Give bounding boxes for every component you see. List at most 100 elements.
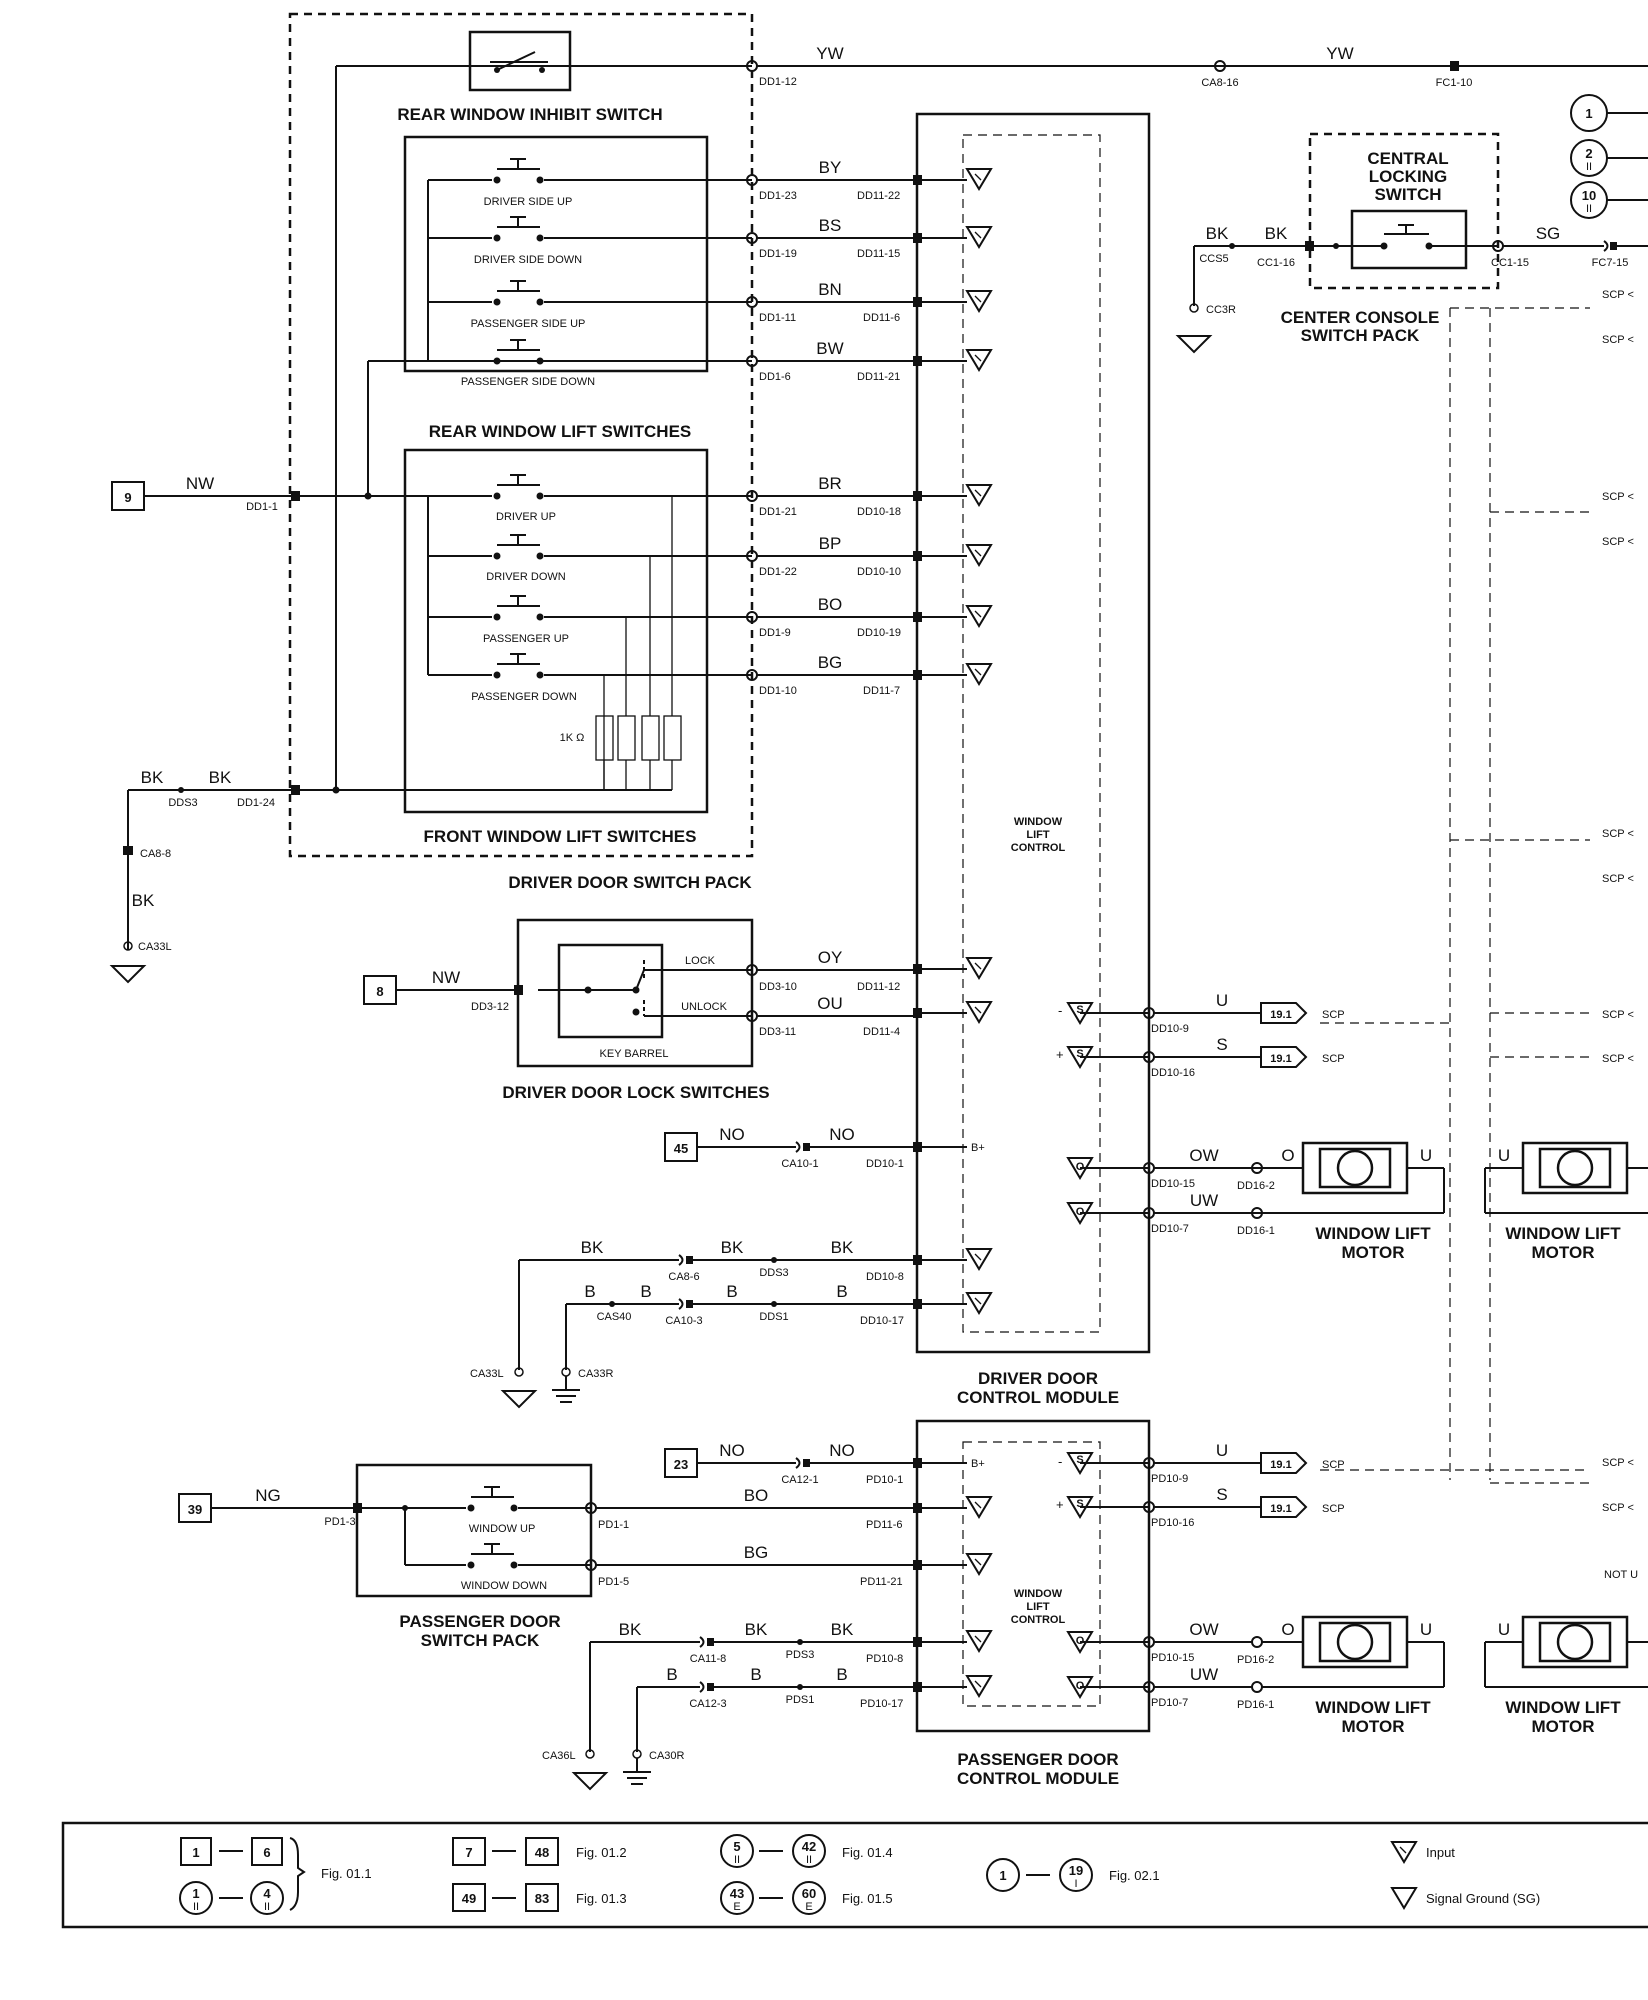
svg-text:B: B bbox=[836, 1665, 847, 1684]
central-locking-switch bbox=[1310, 224, 1498, 250]
svg-text:PD11-6: PD11-6 bbox=[866, 1519, 902, 1531]
svg-text:WINDOW LIFT: WINDOW LIFT bbox=[1315, 1224, 1431, 1243]
svg-text:49: 49 bbox=[462, 1891, 476, 1906]
driver-window-lift-control-outline bbox=[962, 134, 1101, 1333]
svg-text:PASSENGER SIDE DOWN: PASSENGER SIDE DOWN bbox=[461, 376, 595, 388]
svg-text:WINDOW LIFT: WINDOW LIFT bbox=[1505, 1698, 1621, 1717]
passenger-module-input-pins: B+ bbox=[913, 1458, 993, 1698]
svg-text:19.1: 19.1 bbox=[1270, 1009, 1291, 1021]
svg-text:U: U bbox=[1216, 991, 1228, 1010]
svg-text:-: - bbox=[1058, 1003, 1062, 1018]
svg-text:PD1-1: PD1-1 bbox=[598, 1519, 629, 1531]
svg-text:CONTROL MODULE: CONTROL MODULE bbox=[957, 1388, 1119, 1407]
svg-text:WINDOW LIFT: WINDOW LIFT bbox=[1505, 1224, 1621, 1243]
svg-text:Fig. 01.1: Fig. 01.1 bbox=[321, 1866, 372, 1881]
svg-text:BK: BK bbox=[132, 891, 155, 910]
svg-text:SCP: SCP bbox=[1322, 1009, 1345, 1021]
svg-text:PASSENGER UP: PASSENGER UP bbox=[483, 633, 569, 645]
svg-text:MOTOR: MOTOR bbox=[1532, 1717, 1595, 1736]
svg-text:DD3-12: DD3-12 bbox=[471, 1001, 509, 1013]
svg-text:PD16-1: PD16-1 bbox=[1237, 1699, 1274, 1711]
svg-text:83: 83 bbox=[535, 1891, 549, 1906]
svg-text:SWITCH PACK: SWITCH PACK bbox=[421, 1631, 540, 1650]
switch-driver-up: DRIVER UP bbox=[428, 474, 752, 523]
front-window-lift-switches-box bbox=[403, 448, 709, 814]
svg-text:MOTOR: MOTOR bbox=[1342, 1717, 1405, 1736]
svg-text:CC3R: CC3R bbox=[1206, 304, 1236, 316]
svg-text:B+: B+ bbox=[971, 1458, 985, 1470]
svg-text:PD10-9: PD10-9 bbox=[1151, 1473, 1188, 1485]
svg-text:SCP <: SCP < bbox=[1602, 873, 1634, 885]
svg-text:FC1-10: FC1-10 bbox=[1436, 77, 1473, 89]
svg-text:DRIVER UP: DRIVER UP bbox=[496, 511, 556, 523]
svg-text:II: II bbox=[264, 1901, 270, 1913]
svg-text:DD11-21: DD11-21 bbox=[857, 371, 900, 383]
scp-ref-tag: 19.1 bbox=[1260, 1046, 1308, 1068]
svg-text:BP: BP bbox=[819, 534, 842, 553]
svg-text:NG: NG bbox=[255, 1486, 281, 1505]
svg-text:PASSENGER SIDE UP: PASSENGER SIDE UP bbox=[471, 318, 586, 330]
svg-text:LIFT: LIFT bbox=[1026, 1601, 1049, 1613]
svg-text:FC7-15: FC7-15 bbox=[1592, 257, 1629, 269]
svg-text:1K Ω: 1K Ω bbox=[560, 732, 585, 744]
svg-text:DD11-6: DD11-6 bbox=[863, 312, 900, 324]
svg-text:B: B bbox=[750, 1665, 761, 1684]
svg-text:CCS5: CCS5 bbox=[1199, 253, 1228, 265]
svg-text:SCP <: SCP < bbox=[1602, 1009, 1634, 1021]
driver-door-control-module bbox=[915, 112, 1151, 1354]
switch-passenger-side-up: PASSENGER SIDE UP bbox=[428, 280, 752, 330]
svg-text:CA30R: CA30R bbox=[649, 1750, 685, 1762]
svg-text:PASSENGER DOWN: PASSENGER DOWN bbox=[471, 691, 577, 703]
svg-text:WINDOW UP: WINDOW UP bbox=[469, 1523, 536, 1535]
svg-text:DD10-9: DD10-9 bbox=[1151, 1023, 1189, 1035]
svg-text:SCP <: SCP < bbox=[1602, 289, 1634, 301]
rear-window-lift-motor-lower bbox=[1484, 1615, 1648, 1688]
svg-text:DD10-1: DD10-1 bbox=[866, 1158, 904, 1170]
rear-window-lift-switches-label: REAR WINDOW LIFT SWITCHES bbox=[429, 422, 692, 441]
svg-text:BN: BN bbox=[818, 280, 842, 299]
switch-passenger-up: PASSENGER UP bbox=[428, 595, 752, 645]
svg-text:CAS40: CAS40 bbox=[597, 1311, 632, 1323]
svg-text:DD1-19: DD1-19 bbox=[759, 248, 797, 260]
svg-text:Input: Input bbox=[1426, 1845, 1455, 1860]
svg-text:WINDOW DOWN: WINDOW DOWN bbox=[461, 1580, 547, 1592]
svg-text:OW: OW bbox=[1189, 1146, 1218, 1165]
svg-text:B: B bbox=[640, 1282, 651, 1301]
svg-text:19.1: 19.1 bbox=[1270, 1459, 1291, 1471]
svg-text:PD10-8: PD10-8 bbox=[866, 1653, 903, 1665]
svg-text:DD10-7: DD10-7 bbox=[1151, 1223, 1189, 1235]
passenger-window-lift-motor bbox=[1301, 1615, 1445, 1687]
svg-text:BK: BK bbox=[831, 1238, 854, 1257]
svg-text:SCP <: SCP < bbox=[1602, 334, 1634, 346]
svg-text:DD10-8: DD10-8 bbox=[866, 1271, 904, 1283]
svg-text:Signal Ground (SG): Signal Ground (SG) bbox=[1426, 1891, 1540, 1906]
svg-text:E: E bbox=[733, 1901, 740, 1913]
svg-text:SCP <: SCP < bbox=[1602, 1457, 1634, 1469]
svg-text:-: - bbox=[1058, 1454, 1062, 1469]
svg-text:10: 10 bbox=[1582, 188, 1596, 203]
svg-text:Fig. 01.3: Fig. 01.3 bbox=[576, 1891, 627, 1906]
svg-text:PD10-7: PD10-7 bbox=[1151, 1697, 1188, 1709]
svg-text:CA12-3: CA12-3 bbox=[689, 1698, 726, 1710]
svg-text:23: 23 bbox=[674, 1457, 688, 1472]
svg-text:CA8-16: CA8-16 bbox=[1201, 77, 1238, 89]
svg-text:B+: B+ bbox=[971, 1142, 985, 1154]
svg-text:PD10-1: PD10-1 bbox=[866, 1474, 903, 1486]
svg-text:60: 60 bbox=[802, 1886, 816, 1901]
svg-text:5: 5 bbox=[733, 1839, 740, 1854]
rear-window-lift-motor-upper bbox=[1484, 1141, 1648, 1214]
svg-text:DRIVER SIDE UP: DRIVER SIDE UP bbox=[484, 196, 573, 208]
switch-passenger-side-down: PASSENGER SIDE DOWN bbox=[428, 339, 595, 388]
svg-text:CONTROL: CONTROL bbox=[1011, 842, 1066, 854]
driver-module-scp-outputs: S - S + O O bbox=[1056, 1002, 1149, 1225]
svg-text:WINDOW: WINDOW bbox=[1014, 1588, 1063, 1600]
svg-text:LIFT: LIFT bbox=[1026, 829, 1049, 841]
svg-text:OU: OU bbox=[817, 994, 843, 1013]
switch-driver-side-up: DRIVER SIDE UP bbox=[428, 158, 752, 208]
svg-text:E: E bbox=[805, 1901, 812, 1913]
svg-text:BK: BK bbox=[581, 1238, 604, 1257]
svg-text:CA33L: CA33L bbox=[138, 941, 172, 953]
svg-text:SWITCH PACK: SWITCH PACK bbox=[1301, 326, 1420, 345]
